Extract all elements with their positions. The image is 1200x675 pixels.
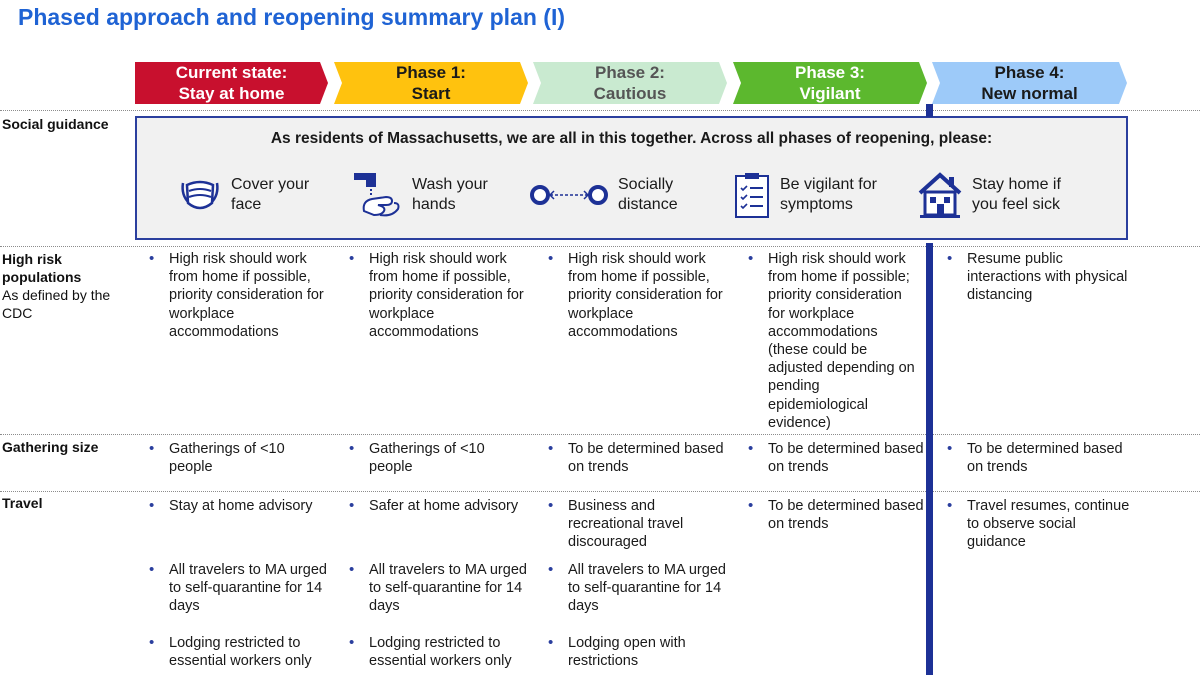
guidance-text: Cover your face <box>231 176 310 213</box>
guidance-item-stay-home: Stay home if you feel sick <box>918 171 1072 219</box>
travel-lodging-phase1: Lodging restricted to essential workers … <box>342 634 532 670</box>
travel-quarantine-phase1: All travelers to MA urged to self-quaran… <box>342 561 532 616</box>
travel-advisory-phase2: Business and recreational travel discour… <box>541 497 731 552</box>
phase-1: Phase 1: Start <box>334 62 528 104</box>
phase-line2: New normal <box>981 84 1078 103</box>
guidance-text: Socially distance <box>618 176 678 213</box>
guidance-text: Be vigilant for symptoms <box>780 176 877 213</box>
phase-line2: Stay at home <box>178 84 285 103</box>
guidance-item-social-distance: Socially distance <box>530 171 698 219</box>
hand-wash-icon <box>354 173 400 217</box>
phase-line1: Phase 3: <box>795 63 865 82</box>
row-label-travel: Travel <box>2 494 42 512</box>
house-icon <box>918 172 962 218</box>
row-label-text: Social guidance <box>2 116 109 132</box>
row-label-social-guidance: Social guidance <box>2 115 109 133</box>
guidance-item-vigilant: Be vigilant for symptoms <box>734 171 890 219</box>
highrisk-phase4: Resume public interactions with physical… <box>940 250 1130 305</box>
highrisk-phase3: High risk should work from home if possi… <box>741 250 919 432</box>
social-distance-icon <box>530 185 608 205</box>
guidance-text: Stay home if you feel sick <box>972 176 1061 213</box>
guidance-heading: As residents of Massachusetts, we are al… <box>270 130 993 147</box>
phase-line1: Phase 4: <box>994 63 1065 82</box>
phase-line1: Phase 2: <box>595 63 665 82</box>
gathering-current: Gatherings of <10 people <box>142 440 332 476</box>
gathering-phase1: Gatherings of <10 people <box>342 440 532 476</box>
phase-line1: Current state: <box>175 63 288 82</box>
row-label-text: Gathering size <box>2 439 99 455</box>
social-guidance-box: As residents of Massachusetts, we are al… <box>135 116 1128 240</box>
row-divider <box>0 491 1200 492</box>
row-divider <box>0 110 1200 111</box>
phase-3: Phase 3: Vigilant <box>733 62 927 104</box>
phase-current-state: Current state: Stay at home <box>135 62 328 104</box>
row-label-text: High risk populations <box>2 251 82 285</box>
phase-4: Phase 4: New normal <box>932 62 1127 104</box>
phase-line2: Cautious <box>593 84 667 103</box>
guidance-item-wash-hands: Wash your hands <box>352 171 508 219</box>
travel-advisory-phase4: Travel resumes, continue to observe soci… <box>940 497 1130 552</box>
phase-2: Phase 2: Cautious <box>533 62 727 104</box>
gathering-phase2: To be determined based on trends <box>541 440 731 476</box>
phase-line2: Start <box>411 84 451 103</box>
travel-lodging-phase2: Lodging open with restrictions <box>541 634 731 670</box>
travel-quarantine-phase2: All travelers to MA urged to self-quaran… <box>541 561 731 616</box>
travel-advisory-phase1: Safer at home advisory <box>342 497 532 515</box>
row-label-text: Travel <box>2 495 43 511</box>
travel-lodging-current: Lodging restricted to essential workers … <box>142 634 332 670</box>
highrisk-current: High risk should work from home if possi… <box>142 250 332 341</box>
page-title: Phased approach and reopening summary pl… <box>18 4 566 30</box>
gathering-phase4: To be determined based on trends <box>940 440 1130 476</box>
gathering-phase3: To be determined based on trends <box>741 440 931 476</box>
row-divider <box>0 246 1200 247</box>
phase4-marker-top <box>926 104 933 117</box>
phase-line1: Phase 1: <box>396 63 466 82</box>
row-label-gathering-size: Gathering size <box>2 438 98 456</box>
travel-advisory-current: Stay at home advisory <box>142 497 332 515</box>
face-mask-icon <box>181 180 219 210</box>
phase-line2: Vigilant <box>799 84 861 103</box>
guidance-item-cover-face: Cover your face <box>179 171 331 219</box>
highrisk-phase2: High risk should work from home if possi… <box>541 250 731 341</box>
row-label-subtext: As defined by the CDC <box>2 287 111 321</box>
travel-advisory-phase3: To be determined based on trends <box>741 497 931 533</box>
checklist-icon <box>735 173 769 218</box>
guidance-text: Wash your hands <box>412 176 488 213</box>
travel-quarantine-current: All travelers to MA urged to self-quaran… <box>142 561 332 616</box>
highrisk-phase1: High risk should work from home if possi… <box>342 250 532 341</box>
row-divider <box>0 434 1200 435</box>
row-label-high-risk: High risk populations As defined by the … <box>2 250 130 322</box>
